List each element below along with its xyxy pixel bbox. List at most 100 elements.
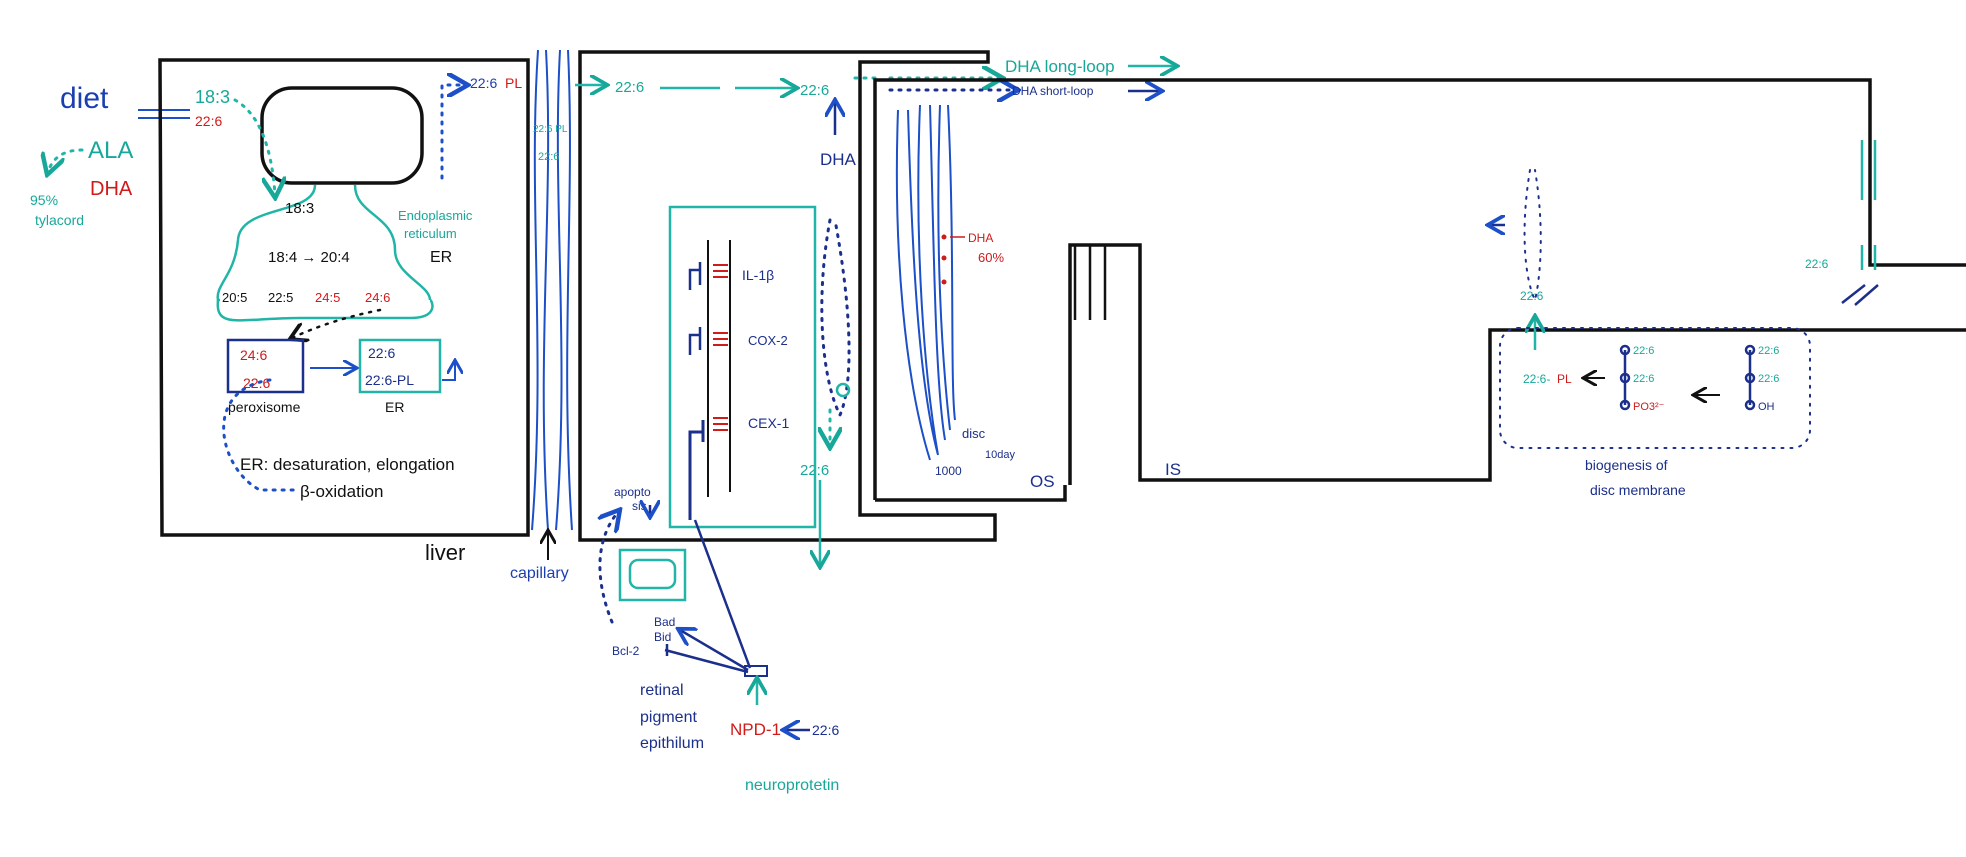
liver-dotted-arrow: [233, 98, 275, 195]
percent-label: 95%: [30, 192, 58, 208]
gene-cox2-label: COX-2: [748, 333, 788, 348]
bid-label: Bid: [654, 630, 671, 644]
npd1-receptor: [744, 665, 768, 677]
cilium-folds: [1073, 245, 1107, 320]
ala-arrow: [48, 148, 84, 172]
glycerol-node: [1619, 344, 1631, 356]
rpe-label-3: epithilum: [640, 735, 704, 752]
er-label-2: reticulum: [404, 226, 457, 241]
capillary-label: capillary: [510, 565, 569, 582]
capillary-walls: [531, 49, 573, 531]
gene-mark-cex1: [713, 417, 728, 431]
phagosome-dotted: [820, 218, 851, 419]
rpe-cell: 22:6 22:6 DHA 22:6 IL-1β COX-2 CEX-1 apo…: [575, 50, 997, 794]
beta-ox-dotted: [222, 378, 300, 492]
apoptosis-label-1: apopto: [614, 485, 651, 499]
liver-out-22-6: 22:6: [470, 75, 497, 91]
er-18-4: 18:4 → 20:4: [268, 249, 350, 266]
npd-to-gene-line: [693, 519, 752, 669]
phagosome-circle: [835, 382, 851, 398]
glycerol-node: [1744, 372, 1756, 384]
bad-label: Bad: [654, 615, 675, 629]
peroxisome-box: [226, 338, 305, 394]
ala-label: ALA: [88, 137, 133, 164]
liver-cell: 18:3 22:6 Endoplasmic reticulum ER 18:3 …: [158, 58, 530, 565]
er-24-5: 24:5: [315, 290, 340, 305]
gene-il1b: IL-1β: [688, 262, 774, 290]
disc-days: 10day: [985, 449, 1015, 461]
er-24-6: 24:6: [365, 290, 390, 305]
capillary-22-6: 22:6: [538, 151, 559, 163]
rpe-in-22-6: 22:6: [615, 79, 644, 96]
glycerol-node: [1744, 344, 1756, 356]
photoreceptor-membrane: [873, 78, 1966, 500]
pl-product: 22:6-: [1523, 372, 1550, 386]
gene-mark-cox2: [713, 332, 728, 346]
is-in-22-6: 22:6: [1805, 257, 1829, 271]
photoreceptor: DHA 60% disc 10day 1000 OS IS 22:6 22:6 …: [873, 78, 1966, 502]
os-label: OS: [1030, 472, 1055, 491]
glycerol-node: [1619, 372, 1631, 384]
mid-22-6-2: 22:6: [1633, 373, 1654, 385]
dha-dot: [941, 279, 947, 285]
er2-22-6-pl: 22:6-PL: [365, 372, 414, 388]
gene-cox2: COX-2: [688, 327, 788, 355]
gene-mark-il1b: [713, 264, 728, 278]
pl-suffix: PL: [1557, 372, 1572, 386]
capillary-22-6-pl: 22:6 PL: [533, 124, 568, 135]
glycerol-node: [1619, 399, 1631, 411]
perox-24-6: 24:6: [240, 347, 267, 363]
disc-stack: [895, 104, 956, 461]
er-base: [216, 298, 434, 322]
liver-label: liver: [425, 540, 465, 565]
bcl2-label: Bcl-2: [612, 644, 640, 658]
incoming-diag-arrows: [1841, 284, 1879, 306]
gene-cex1: CEX-1: [688, 415, 789, 520]
biogenesis-box: [1499, 327, 1811, 449]
dha-dot: [941, 234, 947, 240]
inhibit-cox2: [688, 327, 702, 355]
biogenesis-label-1: biogenesis of: [1585, 457, 1668, 473]
dha-dot: [941, 255, 947, 261]
liver-note-1: ER: desaturation, elongation: [240, 455, 455, 474]
inhibit-il1b: [688, 262, 702, 290]
er-abbr: ER: [430, 249, 452, 266]
er-box: [358, 338, 442, 394]
rpe-top-22-6: 22:6: [800, 82, 829, 99]
mid-22-6-1: 22:6: [1633, 345, 1654, 357]
inhibit-cex1: [688, 420, 705, 520]
er-22-5: 22:5: [268, 290, 293, 305]
diet-label: diet: [60, 82, 109, 115]
diet-double-arrow: [138, 109, 190, 119]
dha-loops: DHA long-loop DHA short-loop: [853, 57, 1175, 98]
mitochondrion-box: [618, 548, 687, 602]
er-label-1: Endoplasmic: [398, 208, 473, 223]
apoptosis-dotted: [600, 512, 618, 624]
er-18-3: 18:3: [285, 200, 314, 217]
perox-22-6: 22:6: [243, 375, 270, 391]
to-peroxisome-arrow: [292, 308, 382, 338]
npd-to-bad-arrow: [680, 630, 749, 672]
incoming-arrows: [1860, 140, 1877, 270]
er2-22-6: 22:6: [368, 345, 395, 361]
rpe-label-1: retinal: [640, 682, 684, 699]
apoptosis-label-2: sis: [632, 499, 647, 513]
er2-label: ER: [385, 399, 404, 415]
dha-label: DHA: [90, 178, 133, 200]
npd1-label: NPD-1: [730, 720, 781, 739]
right-oh: OH: [1758, 401, 1775, 413]
nucleus-box: [668, 205, 817, 529]
er-20-5: 20:5: [222, 290, 247, 305]
diet-group: diet ALA DHA 95% tylacord: [30, 82, 190, 228]
mid-po3: PO3²⁻: [1633, 401, 1665, 413]
vesicle-dotted: [1523, 169, 1542, 303]
npd1-22-6: 22:6: [812, 722, 839, 738]
liver-note-2: β-oxidation: [300, 482, 384, 501]
disc-label: disc: [962, 426, 986, 441]
liver-export-arrow: [440, 85, 465, 180]
liver-in-18-3: 18:3: [195, 87, 230, 107]
liver-out-pl: PL: [505, 75, 522, 91]
liver-in-22-6: 22:6: [195, 113, 222, 129]
tylacord-label: tylacord: [35, 212, 84, 228]
